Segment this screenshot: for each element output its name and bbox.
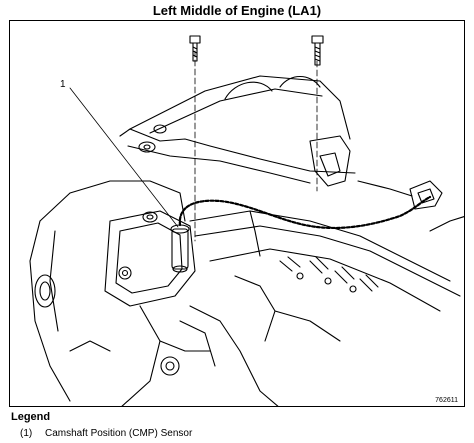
legend-heading: Legend xyxy=(11,411,51,423)
engine-illustration xyxy=(29,35,464,406)
engine-diagram: 1 762611 xyxy=(9,20,465,407)
legend-item-number: (1) xyxy=(20,428,33,439)
legend-item: (1) Camshaft Position (CMP) Sensor xyxy=(20,428,192,439)
legend-item-label: Camshaft Position (CMP) Sensor xyxy=(45,428,193,439)
figure-title: Left Middle of Engine (LA1) xyxy=(152,3,322,18)
figure-id: 762611 xyxy=(435,397,458,404)
callout-1: 1 xyxy=(60,79,66,90)
